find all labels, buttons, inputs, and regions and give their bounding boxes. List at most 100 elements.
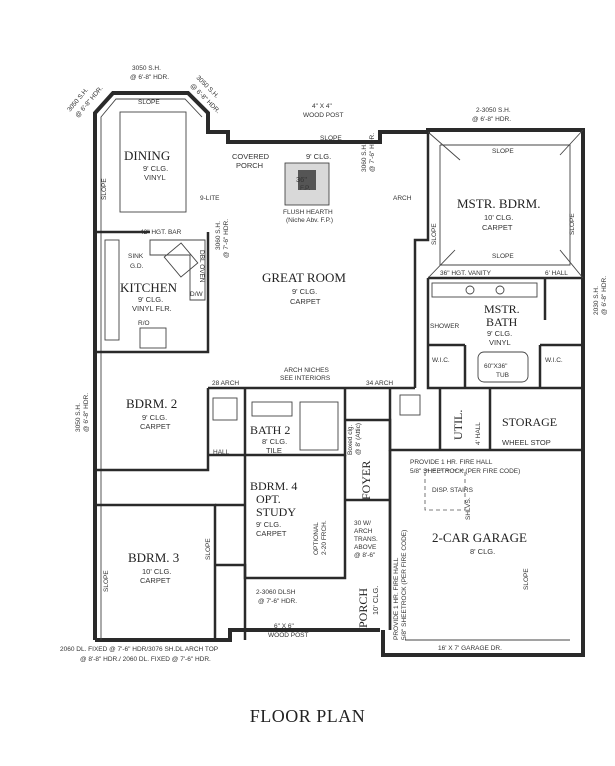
note-trans: 30 W/ — [354, 520, 371, 527]
note-hall: HALL — [213, 449, 230, 456]
bath2-floor: TILE — [266, 446, 282, 455]
note-door-3060b-hdr: @ 7'-6" HDR. — [369, 133, 376, 172]
great-room-ceiling: 9' CLG. — [292, 287, 317, 296]
note-dbl-oven: DBL OVEN — [198, 250, 205, 283]
note-trans2: ARCH — [354, 528, 373, 535]
note-door-3060-hdr: @ 7'-6" HDR. — [223, 219, 230, 258]
note-trans3: TRANS. — [354, 536, 378, 543]
note-slope-bdrm3-left: SLOPE — [103, 570, 110, 592]
room-labels: DINING 9' CLG. VINYL KITCHEN 9' CLG. VIN… — [120, 148, 563, 628]
wic-left-name: W.I.C. — [432, 357, 450, 364]
bedroom3-floor: CARPET — [140, 576, 171, 585]
bedroom4-name2: OPT. — [256, 492, 281, 506]
master-bedroom-ceiling: 10' CLG. — [484, 213, 513, 222]
bedroom4-floor: CARPET — [256, 529, 287, 538]
covered-porch-name: COVERED — [232, 152, 270, 161]
note-post2: WOOD POST — [268, 632, 308, 639]
dining-floor: VINYL — [144, 173, 166, 182]
bath2-ceiling: 8' CLG. — [262, 437, 287, 446]
note-9-lite: 9-LITE — [200, 195, 220, 202]
note-slope-master-right: SLOPE — [569, 213, 576, 235]
note-hall-4: 4' HALL — [475, 422, 482, 445]
note-gd: G.D. — [130, 263, 144, 270]
bedroom2-floor: CARPET — [140, 422, 171, 431]
note-dw: D/W — [190, 291, 204, 298]
annotations: 3050 S.H. @ 6'-8" HDR. 3050 S.H. @ 6'-8"… — [60, 65, 608, 663]
master-bath-name2: BATH — [486, 315, 518, 329]
note-fireplace: 36" — [296, 175, 307, 184]
porch-name: PORCH — [356, 588, 370, 628]
bedroom2-name: BDRM. 2 — [126, 396, 177, 411]
note-tub: 60"X36" — [484, 363, 508, 370]
note-wood-post-top2: WOOD POST — [303, 112, 343, 119]
ceiling-slope-lines — [119, 111, 584, 279]
note-slope-master-left: SLOPE — [431, 223, 438, 245]
storage-name: STORAGE — [502, 415, 557, 429]
note-boxed: Boxed clg. — [347, 424, 354, 455]
note-fire-left2: 5/8" SHEETROCK (PER FIRE CODE) — [401, 530, 408, 640]
note-opt-frch2: 2-20 FRCH. — [321, 520, 328, 555]
note-slope-dining: SLOPE — [138, 99, 160, 106]
bedroom4-name3: STUDY — [256, 505, 296, 519]
note-bottom-2: @ 8'-8" HDR./ 2060 DL. FIXED @ 7'-6" HDR… — [80, 656, 211, 663]
porch-ceiling: 10' CLG. — [371, 586, 380, 615]
bedroom3-ceiling: 10' CLG. — [142, 567, 171, 576]
note-fire-hall: PROVIDE 1 HR. FIRE HALL — [410, 459, 493, 466]
covered-porch-ceiling: 9' CLG. — [306, 152, 331, 161]
bedroom4-ceiling: 9' CLG. — [256, 520, 281, 529]
note-fireplace2: F.P. — [300, 185, 311, 192]
note-window-top-dining-hdr: @ 6'-8" HDR. — [130, 74, 169, 81]
note-fire-hall2: 5/8" SHEETROCK (PER FIRE CODE) — [410, 468, 520, 475]
dining-ceiling: 9' CLG. — [143, 164, 168, 173]
note-door-3060: 3060 S.H. — [215, 221, 222, 250]
note-vanity: 36" HGT. VANITY — [440, 270, 492, 277]
note-window-top-dining: 3050 S.H. — [132, 65, 161, 72]
note-window-master: 2-3050 S.H. — [476, 107, 511, 114]
note-window-bath-right-hdr: @ 6'-8" HDR. — [601, 276, 608, 315]
covered-porch-name2: PORCH — [236, 161, 263, 170]
note-slope-bdrm3-right: SLOPE — [205, 538, 212, 560]
kitchen-floor: VINYL FLR. — [132, 304, 172, 313]
fixtures — [104, 162, 570, 641]
note-window-bath-right: 2030 S.H. — [593, 286, 600, 315]
note-dlsh: 2-3060 DLSH — [256, 589, 296, 596]
note-arch-niches: ARCH NICHES — [284, 367, 329, 374]
kitchen-ceiling: 9' CLG. — [138, 295, 163, 304]
master-bath-floor: VINYL — [489, 338, 511, 347]
note-niche: (Niche Abv. F.P.) — [286, 217, 333, 224]
kitchen-name: KITCHEN — [120, 280, 178, 295]
note-shlvs: SHLVS. — [465, 497, 472, 520]
master-bedroom-name: MSTR. BDRM. — [457, 196, 540, 211]
note-sink: SINK — [128, 253, 144, 260]
page-title: FLOOR PLAN — [249, 706, 366, 726]
great-room-name: GREAT ROOM — [262, 270, 346, 285]
note-arch-34: 34 ARCH — [366, 380, 393, 387]
note-door-3060b: 3060 S.H. — [361, 143, 368, 172]
note-arch: ARCH — [393, 195, 412, 202]
note-post: 6" X 6" — [274, 623, 294, 630]
note-dlsh2: @ 7'-6" HDR. — [258, 598, 297, 605]
note-slope-master-top: SLOPE — [492, 148, 514, 155]
garage-ceiling: 8' CLG. — [470, 547, 495, 556]
note-window-master-hdr: @ 6'-8" HDR. — [472, 116, 511, 123]
bedroom4-name: BDRM. 4 — [250, 479, 297, 493]
bedroom2-ceiling: 9' CLG. — [142, 413, 167, 422]
note-slope-dining-left: SLOPE — [101, 178, 108, 200]
note-opt-frch: OPTIONAL — [313, 522, 320, 555]
storage-note: WHEEL STOP — [502, 438, 551, 447]
note-fire-left: PROVIDE 1 HR. FIRE HALL — [393, 557, 400, 640]
note-shower: SHOWER — [430, 323, 460, 330]
note-slope-porch: SLOPE — [320, 135, 342, 142]
dining-name: DINING — [124, 148, 170, 163]
note-bottom-1: 2060 DL. FIXED @ 7'-6" HDR/3076 SH.DL AR… — [60, 646, 218, 653]
master-bath-name: MSTR. — [484, 302, 520, 316]
note-trans5: @ 8'-6" — [354, 552, 376, 559]
note-wood-post-top: 4" X 4" — [312, 103, 332, 110]
master-bedroom-floor: CARPET — [482, 223, 513, 232]
note-arch-28: 28 ARCH — [212, 380, 239, 387]
note-boxed2: @ 8' (Attic) — [355, 423, 362, 455]
note-trans4: ABOVE — [354, 544, 377, 551]
foyer-name: FOYER — [359, 461, 373, 500]
note-window-bdrm2-hdr: @ 6'-8" HDR. — [83, 393, 90, 432]
